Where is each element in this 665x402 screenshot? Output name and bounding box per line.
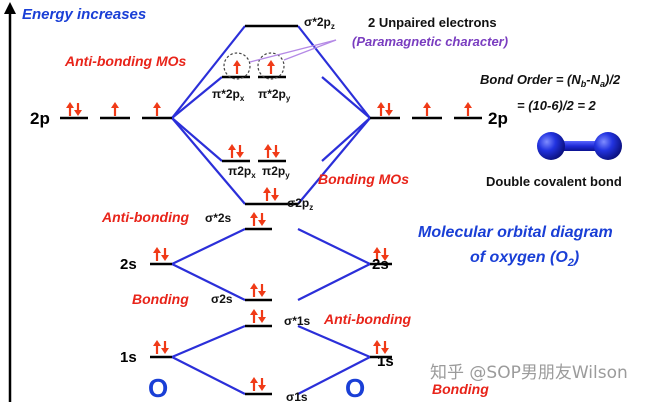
- electron-up-arrow: [111, 102, 119, 116]
- electron-pair-arrow: [258, 213, 266, 226]
- electron-up-arrow: [153, 102, 161, 116]
- electron-pair-arrow: [74, 103, 82, 116]
- orbital-levels: [60, 24, 482, 396]
- electron-pair-arrow: [228, 144, 236, 158]
- annotation-pointer: [249, 39, 337, 63]
- unpaired-electron-highlight: [257, 52, 285, 80]
- electron-pair-arrow: [236, 145, 244, 158]
- right-2p-label: 2p: [488, 109, 508, 128]
- unpaired-electron-arrow: [233, 60, 241, 74]
- bond-order-formula: Bond Order = (Nb-Na)/2: [480, 72, 621, 89]
- sigma-star-1s-label: σ*1s: [284, 314, 311, 328]
- electron-pair-arrow: [153, 340, 161, 354]
- pi-star-2py-label: π*2py: [258, 87, 291, 103]
- double-bond-caption: Double covalent bond: [486, 174, 622, 189]
- electron-pair-arrow: [161, 341, 169, 354]
- left-1s-label: 1s: [120, 349, 137, 366]
- unpaired-electron-arrow: [267, 60, 275, 74]
- electron-pair-arrow: [250, 283, 258, 297]
- annotation-pointer: [283, 39, 337, 61]
- electron-pair-arrow: [373, 340, 381, 354]
- sigma-2s-label: σ2s: [211, 292, 233, 306]
- pi-star-2px-label: π*2px: [212, 87, 245, 103]
- sigma-star-2s-label: σ*2s: [205, 211, 232, 225]
- o2-molecule-model: [537, 132, 622, 160]
- bonding-2s-annotation: Bonding: [132, 291, 189, 307]
- right-1s-label: 1s: [377, 353, 394, 370]
- electron-pair-arrow: [271, 188, 279, 201]
- electron-pair-arrow: [264, 144, 272, 158]
- electron-pair-arrow: [272, 145, 280, 158]
- electron-pair-arrow: [258, 284, 266, 297]
- antibonding-1s-annotation: Anti-bonding: [323, 311, 412, 327]
- energy-increases-label: Energy increases: [22, 6, 146, 23]
- electron-arrows: [66, 60, 472, 391]
- electron-pair-arrow: [250, 309, 258, 323]
- electron-pair-arrow: [377, 102, 385, 116]
- diagram-title-line1: Molecular orbital diagram: [418, 224, 613, 241]
- electron-pair-arrow: [258, 378, 266, 391]
- unpaired-electrons-annotation: 2 Unpaired electrons: [368, 15, 497, 30]
- right-2s-label: 2s: [372, 256, 389, 273]
- pi-2px-label: π2px: [228, 164, 256, 180]
- electron-pair-arrow: [373, 247, 381, 261]
- left-2s-label: 2s: [120, 256, 137, 273]
- sigma-1s-label: σ1s: [286, 390, 308, 402]
- electron-pair-arrow: [153, 247, 161, 261]
- right-oxygen-atom-label: O: [345, 373, 365, 402]
- energy-axis-arrowhead: [4, 2, 16, 14]
- electron-pair-arrow: [263, 187, 271, 201]
- left-2p-label: 2p: [30, 109, 50, 128]
- sigma-2pz-label: σ2pz: [287, 196, 313, 212]
- left-oxygen-atom-label: O: [148, 373, 168, 402]
- diagram-title-line2: of oxygen (O2): [470, 249, 579, 269]
- pi-2py-label: π2py: [262, 164, 290, 180]
- antibonding-mos-annotation: Anti-bonding MOs: [64, 53, 187, 69]
- electron-pair-arrow: [381, 248, 389, 261]
- electron-pair-arrow: [385, 103, 393, 116]
- electron-up-arrow: [464, 102, 472, 116]
- correlation-lines: [171, 25, 371, 395]
- watermark: 知乎 @SOP男朋友Wilson: [430, 363, 628, 383]
- electron-pair-arrow: [258, 310, 266, 323]
- electron-up-arrow: [423, 102, 431, 116]
- sigma-star-2pz-label: σ*2pz: [304, 15, 335, 31]
- bonding-1s-annotation: Bonding: [432, 381, 489, 397]
- electron-pair-arrow: [381, 341, 389, 354]
- paramagnetic-annotation: (Paramagnetic character): [352, 34, 508, 49]
- electron-pair-arrow: [250, 377, 258, 391]
- electron-pair-arrow: [250, 212, 258, 226]
- electron-pair-arrow: [66, 102, 74, 116]
- electron-pair-arrow: [161, 248, 169, 261]
- bond-order-value: = (10-6)/2 = 2: [517, 98, 597, 113]
- bonding-mos-annotation: Bonding MOs: [318, 171, 409, 187]
- unpaired-electron-highlight: [223, 52, 251, 80]
- antibonding-2s-annotation: Anti-bonding: [101, 209, 190, 225]
